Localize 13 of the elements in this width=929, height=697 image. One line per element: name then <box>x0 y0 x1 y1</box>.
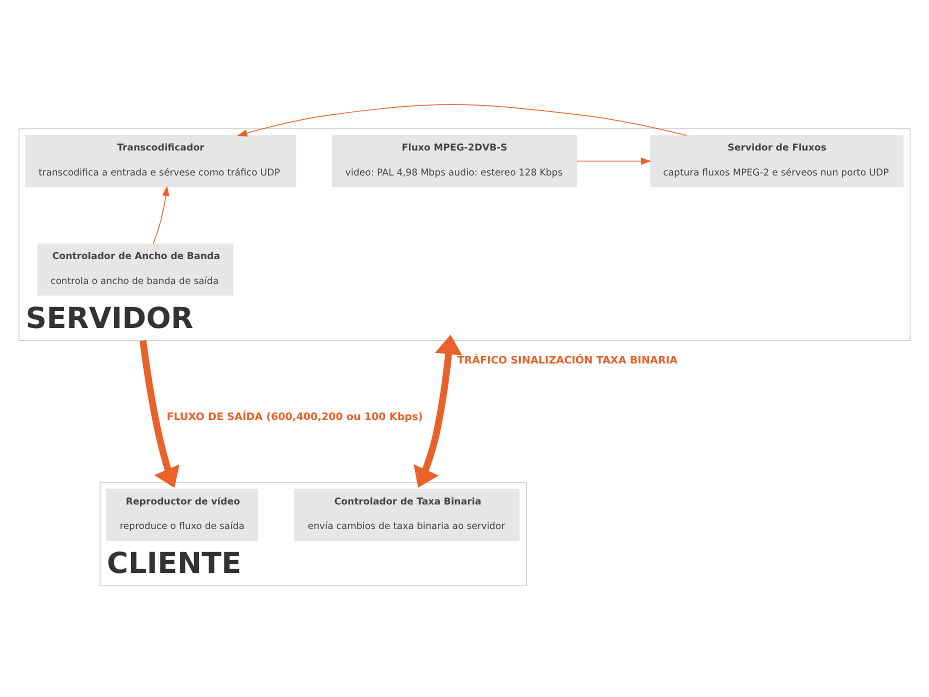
arrow <box>414 334 462 488</box>
node-box: Fluxo MPEG-2DVB-S video: PAL 4,98 Mbps audio: estereo 128 Kbps <box>332 135 578 188</box>
edge-label: FLUXO DE SAÍDA (600,400,200 ou 100 Kbps) <box>166 411 423 424</box>
node-box: Controlador de Ancho de Banda controla o ancho de banda de saída <box>37 244 233 296</box>
arrow <box>140 340 180 488</box>
node-box: Controlador de Taxa Binaria envía cambios de taxa binaria ao servidor <box>294 488 520 541</box>
arrow <box>152 186 170 244</box>
node-box: Transcodificador transcodifica a entrada e sérvese como tráfico UDP <box>25 135 296 188</box>
arrow <box>237 104 688 136</box>
node-box: Servidor de Fluxos captura fluxos MPEG-2 e sérveos nun porto UDP <box>650 135 904 188</box>
arrow <box>576 158 652 165</box>
node-box: Reproductor de vídeo reproduce o fluxo de saída <box>106 488 258 541</box>
edge-label: TRÁFICO SINALIZACIÓN TAXA BINARIA <box>457 354 678 367</box>
